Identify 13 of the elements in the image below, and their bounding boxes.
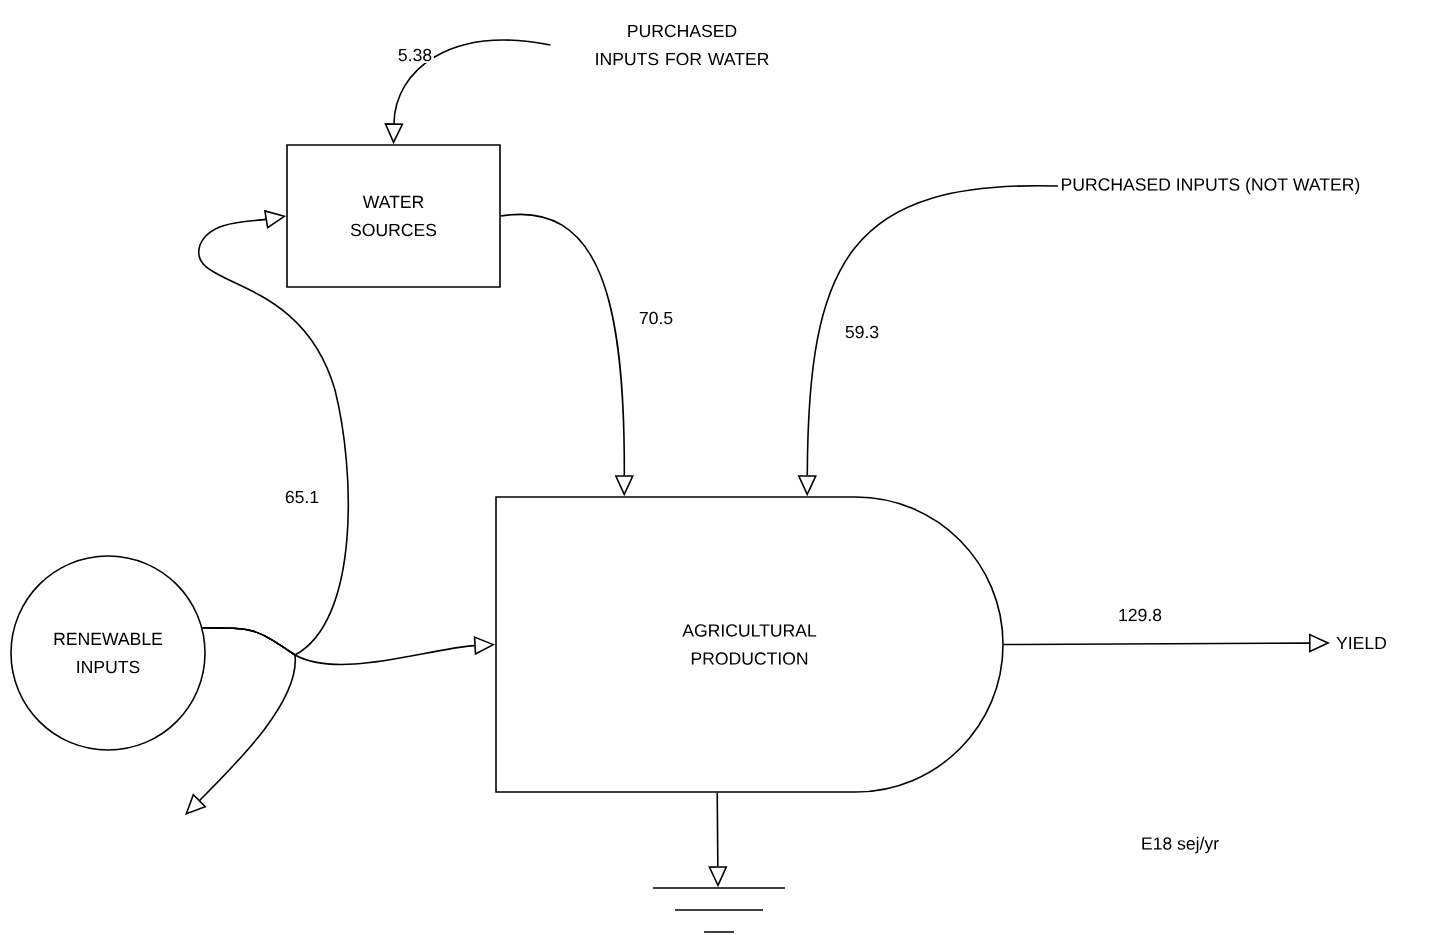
edge-label: 70.5 [637, 310, 675, 326]
edge-label: 59.3 [843, 324, 881, 340]
ground-symbol [652, 887, 786, 933]
process-box: WATER SOURCES [286, 144, 501, 288]
edge-label: 65.1 [283, 489, 321, 505]
edge-label: 129.8 [1116, 607, 1164, 623]
bare-text: PURCHASED INPUTS FOR WATER [596, 24, 769, 66]
arrow [198, 209, 349, 656]
unit-note: E18 sej/yr [1142, 836, 1219, 854]
bare-text: YIELD [1336, 636, 1387, 650]
bare-text: PURCHASED INPUTS (NOT WATER) [1062, 177, 1360, 195]
arrow [185, 626, 296, 815]
edge-label: 5.38 [396, 47, 434, 63]
